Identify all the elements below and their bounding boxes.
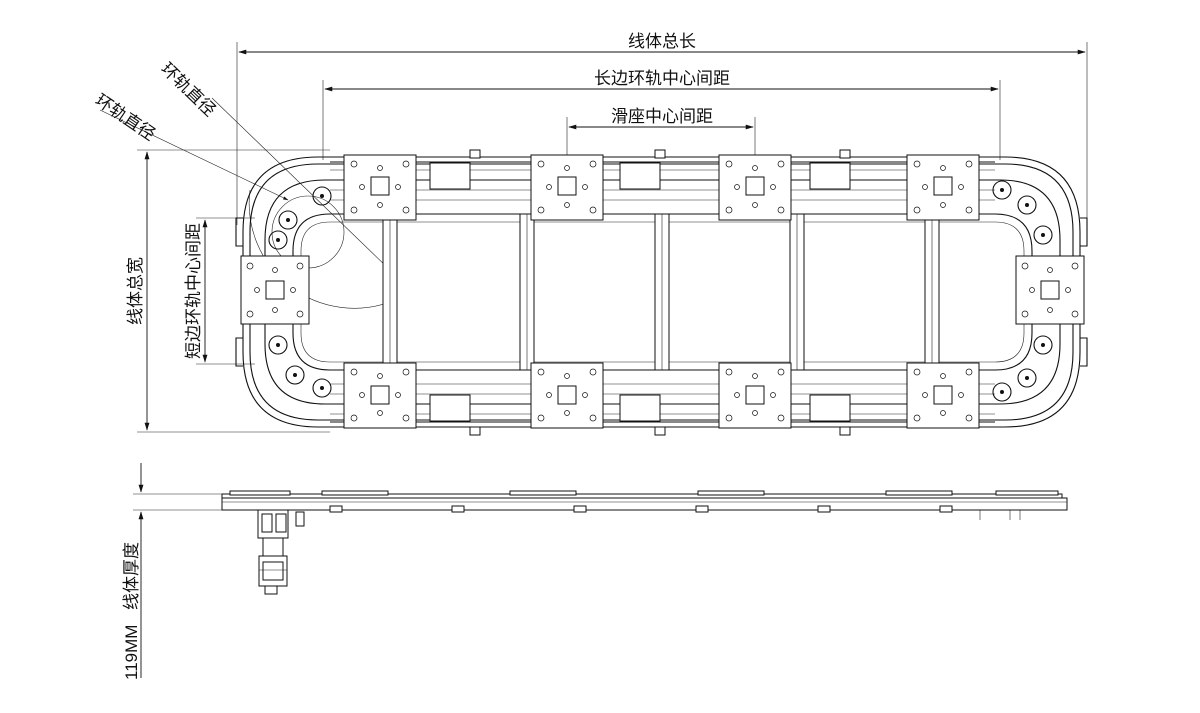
label-ring-diameter-inner: 环轨直径: [92, 91, 159, 145]
inner-ring-rail: [292, 213, 1033, 371]
slider-plate-bottom-2: [530, 362, 604, 429]
label-slider-center-distance: 滑座中心间距: [611, 107, 713, 126]
top-view: [235, 149, 1088, 436]
slider-plate-bottom-4: [906, 362, 980, 429]
slider-plate-top-3: [718, 154, 792, 221]
label-thickness-value: 119MM: [122, 625, 141, 680]
outer-track: [242, 156, 1081, 428]
label-short-side-center-distance: 短边环轨中心间距: [184, 223, 203, 359]
rail-blocks: [429, 149, 851, 436]
label-long-side-center-distance: 长边环轨中心间距: [594, 69, 730, 88]
dimension-thickness: 119MM 线体厚度: [122, 463, 222, 680]
dimension-short-side-center-distance: 短边环轨中心间距: [184, 217, 255, 365]
label-overall-width: 线体总宽: [126, 257, 145, 325]
dimension-overall-width: 线体总宽: [126, 149, 330, 433]
slider-plate-bottom-1: [343, 362, 417, 429]
slider-plate-top-4: [906, 154, 980, 221]
corner-gears: [268, 180, 1053, 402]
slider-plate-left: [240, 255, 310, 325]
motor-assembly: [257, 509, 305, 595]
dimension-long-side-center-distance: 长边环轨中心间距: [322, 69, 1001, 160]
label-ring-diameter-outer: 环轨直径: [157, 59, 219, 120]
outer-track-rim: [249, 163, 1074, 421]
dimension-slider-center-distance: 滑座中心间距: [566, 107, 756, 160]
slider-plate-bottom-3: [718, 362, 792, 429]
label-overall-length: 线体总长: [628, 32, 696, 51]
slider-plate-top-1: [343, 154, 417, 221]
slider-plate-right: [1015, 255, 1085, 325]
label-thickness: 线体厚度: [122, 542, 141, 610]
dimension-overall-length: 线体总长: [236, 32, 1088, 225]
side-view: [221, 490, 1068, 595]
cross-members: [382, 213, 940, 371]
slider-plate-top-2: [530, 154, 604, 221]
